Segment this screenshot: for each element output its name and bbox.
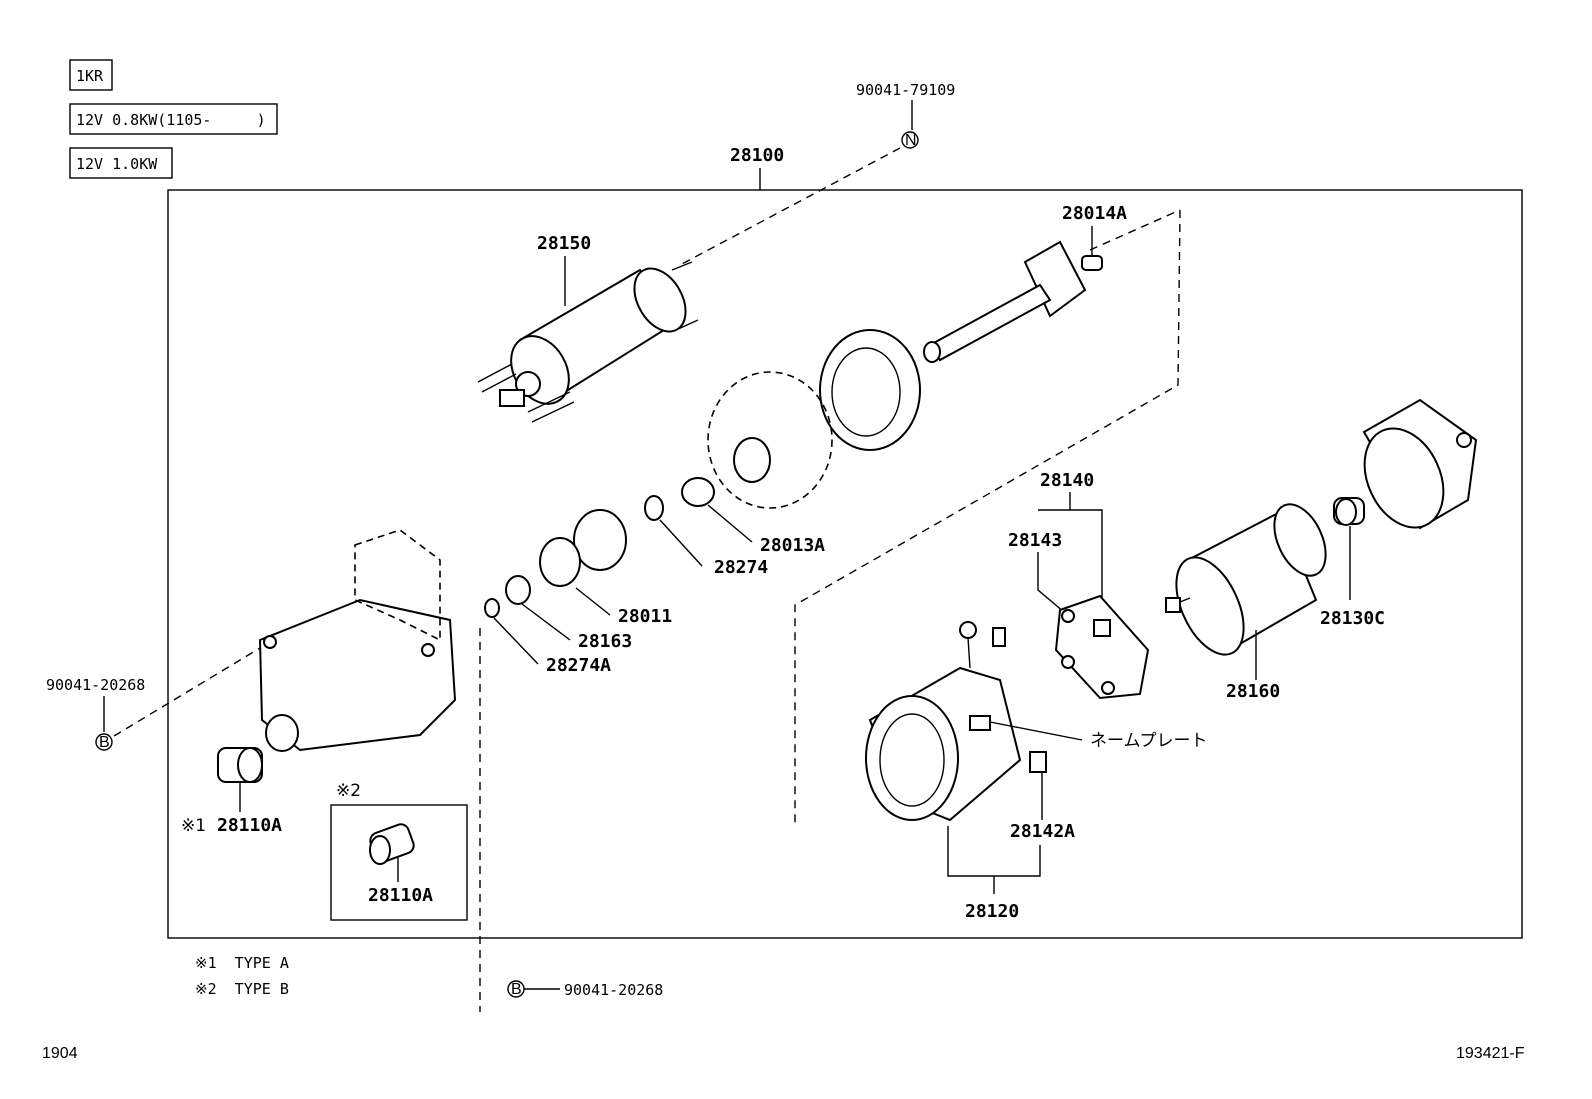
part-label-28163[interactable]: 28163	[578, 631, 632, 652]
ref-circle-n	[901, 131, 919, 149]
bracket-28140	[1038, 509, 1103, 636]
leader-28274	[659, 519, 703, 567]
spec-tag-box-2	[69, 103, 278, 135]
spec-tag-box-1	[69, 59, 113, 91]
part-label-28150[interactable]: 28150	[537, 233, 591, 254]
ref-letter-b-left: B	[99, 734, 110, 751]
axis-dash-solenoid	[679, 147, 901, 266]
gear-housing-part	[707, 371, 833, 509]
part-label-28120[interactable]: 28120	[965, 901, 1019, 922]
axis-dash-shaft	[1089, 209, 1181, 251]
nameplate	[969, 715, 991, 731]
marker-type-b: ※2	[336, 781, 361, 801]
shaft-assembly	[923, 240, 1087, 363]
part-label-28100[interactable]: 28100	[730, 145, 784, 166]
part-label-28110A-b[interactable]: 28110A	[368, 885, 433, 906]
part-label-28140[interactable]: 28140	[1040, 470, 1094, 491]
spec-tag-box-3	[69, 147, 173, 179]
field-frame-part-28120[interactable]	[865, 621, 1022, 822]
brush-part-28142A[interactable]	[1029, 751, 1047, 773]
bolt-label-bottom[interactable]: 90041-20268	[564, 981, 663, 999]
spec-tag-08kw: 12V 0.8KW(1105- )	[76, 111, 266, 129]
type-b-box	[330, 804, 468, 921]
part-label-28011[interactable]: 28011	[618, 606, 672, 627]
leader-28013A	[707, 504, 753, 543]
leader-28163	[521, 603, 571, 641]
snap-ring-part-28274A[interactable]	[484, 598, 500, 618]
leader-nameplate	[989, 721, 1083, 741]
part-label-28013A[interactable]: 28013A	[760, 535, 825, 556]
group-boundary-dash	[794, 209, 1181, 828]
bearing-part-28013A[interactable]	[681, 477, 715, 507]
ref-letter-n: N	[905, 132, 917, 149]
footer-left-code: 1904	[42, 1045, 78, 1062]
bolt-label-top[interactable]: 90041-79109	[856, 81, 955, 99]
bushing-part-28110A-type-a[interactable]	[217, 747, 263, 783]
bolt-label-left[interactable]: 90041-20268	[46, 676, 145, 694]
part-label-28130C[interactable]: 28130C	[1320, 608, 1385, 629]
part-label-28110A-a[interactable]: 28110A	[217, 815, 282, 836]
spec-tag-1kr: 1KR	[76, 67, 104, 85]
ref-letter-b-bottom: B	[511, 981, 522, 998]
nameplate-label: ネームプレート	[1090, 731, 1207, 751]
end-cover-part	[1362, 398, 1478, 530]
bearing-part-28130C[interactable]	[1333, 497, 1365, 526]
solenoid-part-28150[interactable]	[477, 260, 699, 423]
part-label-28274A[interactable]: 28274A	[546, 655, 611, 676]
legend-type-b: ※2 TYPE B	[195, 980, 289, 998]
armature-part-28160[interactable]	[1163, 496, 1336, 665]
pinion-part-28011[interactable]	[539, 509, 627, 587]
drive-housing-part	[258, 529, 457, 752]
leader-28274A	[493, 617, 539, 665]
bushing-part-28110A-type-b[interactable]	[368, 822, 416, 865]
leader-28143	[1037, 552, 1065, 613]
part-label-28014A[interactable]: 28014A	[1062, 203, 1127, 224]
marker-type-a: ※1	[181, 816, 206, 836]
assembly-frame	[167, 189, 1523, 939]
part-label-28142A[interactable]: 28142A	[1010, 821, 1075, 842]
leader-28011	[575, 587, 611, 616]
spec-tag-10kw: 12V 1.0KW	[76, 155, 158, 173]
part-label-28160[interactable]: 28160	[1226, 681, 1280, 702]
ref-circle-b-left	[95, 733, 113, 751]
washer-part-28163[interactable]	[505, 575, 531, 605]
footer-right-code: 193421-F	[1456, 1045, 1525, 1062]
brush-holder-part-28143[interactable]	[1054, 594, 1150, 700]
snap-ring-part-28274[interactable]	[644, 495, 664, 521]
axis-dash-left-bolt	[113, 641, 271, 737]
part-label-28274[interactable]: 28274	[714, 557, 768, 578]
bushing-part-28014A[interactable]	[1081, 255, 1103, 271]
part-label-28143[interactable]: 28143	[1008, 530, 1062, 551]
legend-type-a: ※1 TYPE A	[195, 954, 289, 972]
internal-gear-part	[819, 329, 921, 451]
